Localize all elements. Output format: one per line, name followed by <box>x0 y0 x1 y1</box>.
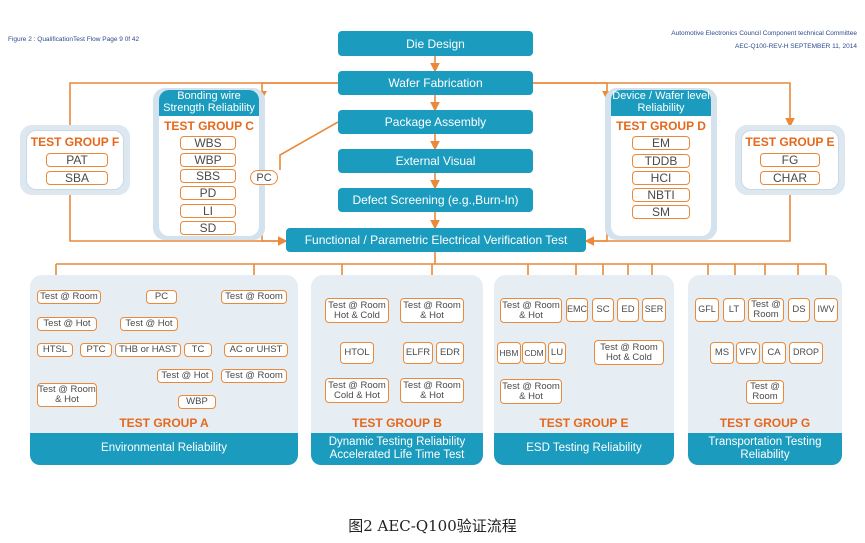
a-test-hot-3: Test @ Hot <box>157 369 213 383</box>
a-test-hot-1: Test @ Hot <box>37 317 97 331</box>
b-edr: EDR <box>436 342 464 364</box>
e-emc: EMC <box>566 298 588 322</box>
sba-test: SBA <box>46 171 108 185</box>
e-hbm: HBM <box>497 342 521 364</box>
wbp-test: WBP <box>180 153 236 167</box>
figure-caption: 图2 AEC-Q100验证流程 <box>348 517 517 535</box>
environmental-reliability-label: Environmental Reliability <box>30 433 298 465</box>
dynamic-testing-label: Dynamic Testing Reliability Accelerated … <box>311 433 483 465</box>
b-test-room-hot-cold: Test @ Room Hot & Cold <box>325 298 389 323</box>
test-group-c-title: TEST GROUP C <box>164 119 254 133</box>
char-test: CHAR <box>760 171 820 185</box>
e-cdm: CDM <box>522 342 546 364</box>
test-group-g-title: TEST GROUP G <box>719 416 811 430</box>
g-ca: CA <box>762 342 786 364</box>
a-test-room-1: Test @ Room <box>37 290 101 304</box>
e-ed: ED <box>617 298 639 322</box>
e-sc: SC <box>592 298 614 322</box>
revision-header: AEC-Q100-REV-H SEPTEMBER 11, 2014 <box>735 43 857 50</box>
pc-precondition: PC <box>250 170 278 185</box>
a-test-room-3: Test @ Room <box>221 369 287 383</box>
wbs-test: WBS <box>180 136 236 150</box>
pd-test: PD <box>180 186 236 200</box>
defect-screening-step: Defect Screening (e.g.,Burn-In) <box>338 188 533 212</box>
figure-header: Figure 2 : QualificationTest Flow Page 9… <box>8 36 140 43</box>
b-test-room-hot-2: Test @ Room & Hot <box>400 378 464 403</box>
g-lt: LT <box>723 298 745 322</box>
a-ptc: PTC <box>80 343 112 357</box>
transportation-testing-label: Transportation Testing Reliability <box>688 433 842 465</box>
e-ser: SER <box>642 298 666 322</box>
e-test-room-hot-2: Test @ Room & Hot <box>500 379 562 404</box>
sbs-test: SBS <box>180 169 236 183</box>
b-htol: HTOL <box>340 342 374 364</box>
a-tc: TC <box>184 343 212 357</box>
e-test-room-hot-cold: Test @ Room Hot & Cold <box>594 340 664 365</box>
die-design-step: Die Design <box>338 31 533 56</box>
nbti-test: NBTI <box>632 188 690 202</box>
test-group-a-title: TEST GROUP A <box>119 416 209 430</box>
tddb-test: TDDB <box>632 154 690 168</box>
a-test-hot-2: Test @ Hot <box>120 317 178 331</box>
b-elfr: ELFR <box>403 342 433 364</box>
li-test: LI <box>180 204 236 218</box>
sm-test: SM <box>632 205 690 219</box>
test-group-f-title: TEST GROUP F <box>30 135 120 149</box>
hci-test: HCI <box>632 171 690 185</box>
g-drop: DROP <box>789 342 823 364</box>
functional-verification-step: Functional / Parametric Electrical Verif… <box>286 228 586 252</box>
e-lu: LU <box>548 342 566 364</box>
package-assembly-step: Package Assembly <box>338 110 533 134</box>
b-test-room-cold-hot: Test @ Room Cold & Hot <box>325 378 389 403</box>
e-test-room-hot: Test @ Room & Hot <box>500 298 562 323</box>
test-group-e-bottom-title: TEST GROUP E <box>539 416 629 430</box>
g-test-room-2: Test @ Room <box>746 380 784 404</box>
a-ac-uhst: AC or UHST <box>224 343 288 357</box>
a-thb-hast: THB or HAST <box>115 343 181 357</box>
esd-testing-label: ESD Testing Reliability <box>494 433 674 465</box>
g-ds: DS <box>788 298 810 322</box>
group-c-subtitle: Bonding wire Strength Reliability <box>159 90 259 116</box>
g-iwv: IWV <box>814 298 838 322</box>
a-htsl: HTSL <box>37 343 73 357</box>
test-group-d-title: TEST GROUP D <box>616 119 706 133</box>
council-header: Automotive Electronics Council Component… <box>671 30 857 37</box>
external-visual-step: External Visual <box>338 149 533 173</box>
b-test-room-hot: Test @ Room & Hot <box>400 298 464 323</box>
a-pc: PC <box>146 290 177 304</box>
g-gfl: GFL <box>695 298 719 322</box>
a-test-room-2: Test @ Room <box>221 290 287 304</box>
g-vfv: VFV <box>736 342 760 364</box>
fg-test: FG <box>760 153 820 167</box>
g-ms: MS <box>710 342 734 364</box>
test-group-e-top-title: TEST GROUP E <box>745 135 835 149</box>
sd-test: SD <box>180 221 236 235</box>
g-test-room: Test @ Room <box>748 298 784 322</box>
group-d-subtitle: Device / Wafer level Reliability <box>611 90 711 116</box>
a-test-room-hot: Test @ Room & Hot <box>37 383 97 407</box>
wafer-fabrication-step: Wafer Fabrication <box>338 71 533 95</box>
pat-test: PAT <box>46 153 108 167</box>
a-wbp: WBP <box>178 395 216 409</box>
test-group-b-title: TEST GROUP B <box>352 416 442 430</box>
em-test: EM <box>632 136 690 150</box>
